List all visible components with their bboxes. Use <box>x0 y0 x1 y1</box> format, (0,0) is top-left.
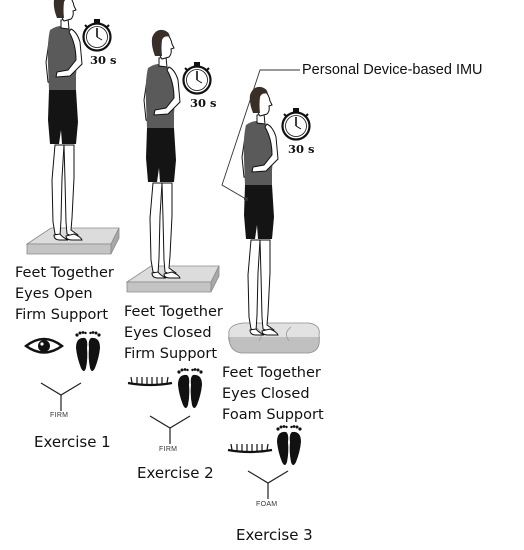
woman-figure-1 <box>45 0 83 241</box>
surface-corner-icon <box>247 470 289 500</box>
timer-label-1: 30 s <box>90 53 117 67</box>
condition-line: Feet Together <box>15 265 114 281</box>
exercise-3-title: Exercise 3 <box>236 526 313 544</box>
condition-line: Feet Together <box>124 304 223 320</box>
surface-corner-icon <box>40 382 82 412</box>
foam-platform-3 <box>228 322 320 354</box>
stopwatch-icon <box>281 106 311 141</box>
feet-together-icon <box>177 368 203 408</box>
condition-line: Firm Support <box>124 346 218 362</box>
surface-corner-icon <box>149 415 191 445</box>
stopwatch-icon <box>182 60 212 95</box>
condition-line: Firm Support <box>15 307 109 323</box>
firm-platform-2 <box>126 265 220 293</box>
imu-leader-line <box>221 69 300 200</box>
condition-line: Eyes Open <box>15 286 93 302</box>
imu-label: Personal Device-based IMU <box>302 62 483 78</box>
exercise-2-conditions: Feet Together Eyes Closed Firm Support <box>124 302 223 365</box>
stopwatch-icon <box>82 17 112 52</box>
condition-line: Eyes Closed <box>124 325 212 341</box>
condition-line: Feet Together <box>222 365 321 381</box>
exercise-2-title: Exercise 2 <box>137 464 214 482</box>
eye-closed-icon <box>126 375 174 387</box>
timer-label-2: 30 s <box>190 96 217 110</box>
timer-label-3: 30 s <box>288 142 315 156</box>
eye-closed-icon <box>226 442 274 454</box>
eye-open-icon <box>24 337 64 354</box>
woman-figure-2 <box>143 29 181 279</box>
exercise-1-title: Exercise 1 <box>34 433 111 451</box>
condition-line: Foam Support <box>222 407 324 423</box>
surface-label-2: FIRM <box>159 446 178 453</box>
surface-label-1: FIRM <box>50 412 69 419</box>
imu-device-marker <box>244 197 248 201</box>
condition-line: Eyes Closed <box>222 386 310 402</box>
exercise-1-conditions: Feet Together Eyes Open Firm Support <box>15 263 114 326</box>
exercise-3-conditions: Feet Together Eyes Closed Foam Support <box>222 363 324 426</box>
feet-together-icon <box>276 425 302 465</box>
feet-together-icon <box>75 331 101 371</box>
surface-label-3: FOAM <box>256 501 278 508</box>
woman-figure-3 <box>241 86 279 336</box>
